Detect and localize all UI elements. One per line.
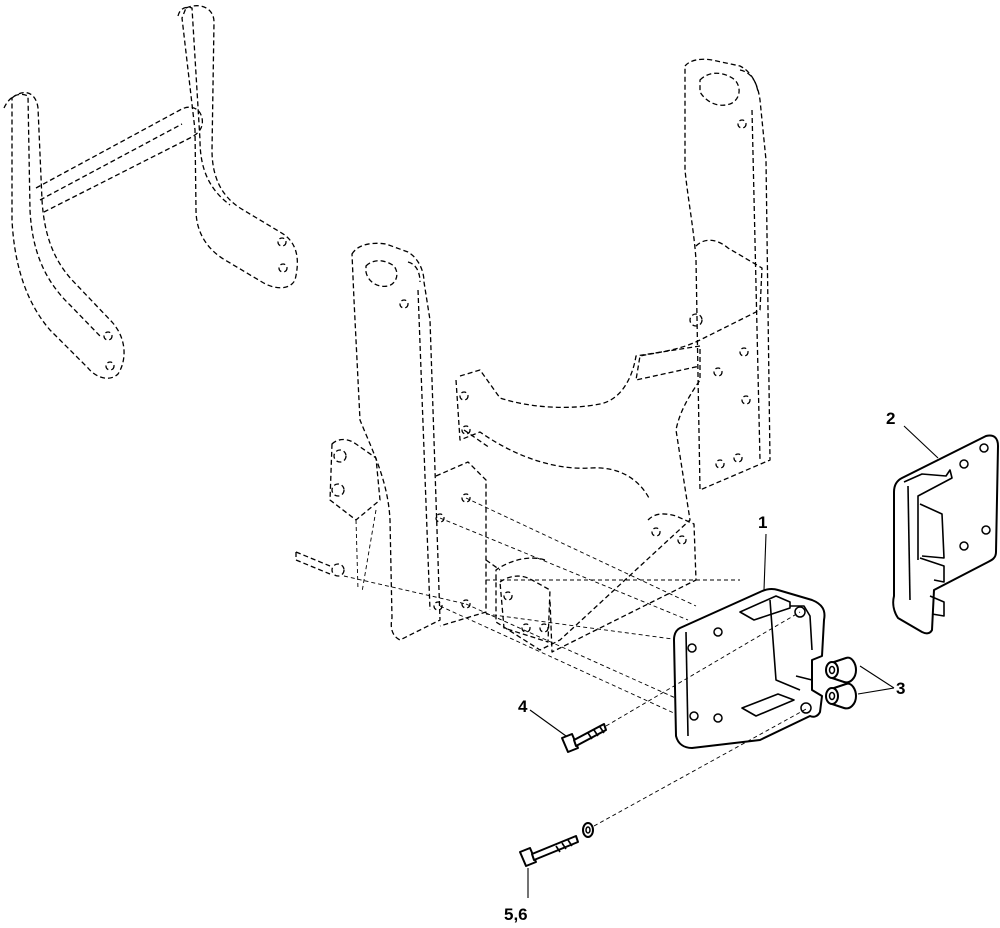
alignment-lines [439,497,740,715]
callout-2: 2 [886,409,895,428]
frame-phantom [295,58,771,653]
guard-phantom [3,5,298,379]
part-2-bracket [892,425,999,635]
part-4-bolt [529,611,801,753]
callout-4: 4 [518,697,528,716]
callout-5-6: 5,6 [504,905,528,924]
callout-3: 3 [896,679,905,698]
part-1-bracket [673,533,826,749]
callout-1: 1 [758,513,767,532]
part-3-spacers [825,656,895,710]
part-5-6-bolt-washer [519,707,809,898]
